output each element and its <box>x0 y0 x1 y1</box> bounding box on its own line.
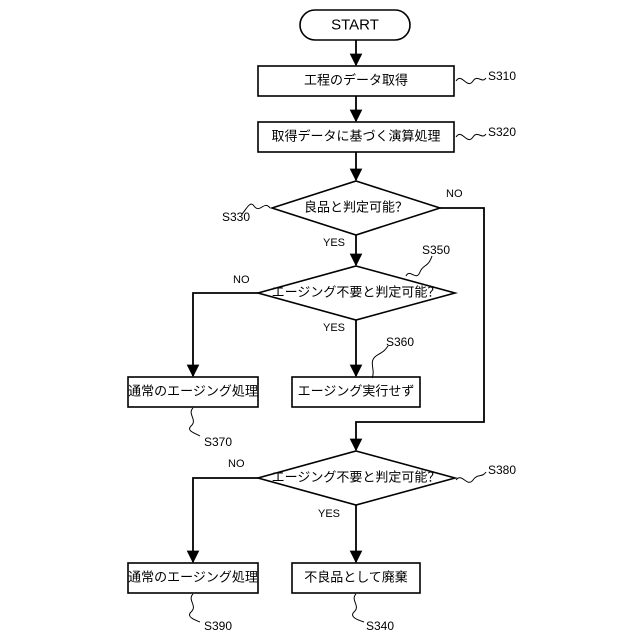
decision-s350: エージング不要と判定可能？ <box>258 266 455 320</box>
step-number-s320: S320 <box>488 125 516 139</box>
leader-s310 <box>456 78 486 84</box>
leader-s390 <box>190 594 200 622</box>
step-s360-box: エージング実行せず <box>292 377 420 407</box>
step-s340-box: 不良品として廃棄 <box>292 563 420 593</box>
decision-s350-label: エージング不要と判定可能？ <box>272 286 441 301</box>
step-s360-label: エージング実行せず <box>298 384 415 400</box>
step-number-s380: S380 <box>488 463 516 477</box>
step-s310-label: 工程のデータ取得 <box>304 73 408 89</box>
step-number-s360: S360 <box>386 335 414 349</box>
step-s320-box: 取得データに基づく演算処理 <box>258 122 454 152</box>
step-number-s370: S370 <box>204 435 232 449</box>
edge-s350-no-to-s370 <box>193 293 258 376</box>
step-s390-label: 通常のエージング処理 <box>128 571 258 586</box>
start-label: START <box>331 17 379 34</box>
step-s390-box: 通常のエージング処理 <box>128 563 258 593</box>
decision-s330-label: 良品と判定可能？ <box>304 200 408 216</box>
step-s340-label: 不良品として廃棄 <box>304 570 408 586</box>
branch-label-s380-no: NO <box>228 458 245 470</box>
step-s370-box: 通常のエージング処理 <box>128 377 258 407</box>
step-number-s330: S330 <box>222 210 250 224</box>
step-s320-label: 取得データに基づく演算処理 <box>271 129 440 145</box>
decision-s380: エージング不要と判定可能？ <box>258 451 455 505</box>
branch-label-s350-no: NO <box>233 274 250 286</box>
leader-s320 <box>456 134 486 140</box>
step-number-s390: S390 <box>204 619 232 633</box>
step-number-s350: S350 <box>422 243 450 257</box>
decision-s330: 良品と判定可能？ <box>272 181 440 235</box>
leader-s380 <box>456 472 486 482</box>
branch-label-s330-no: NO <box>446 188 463 200</box>
leader-s340 <box>353 594 364 622</box>
step-s310-box: 工程のデータ取得 <box>258 66 454 96</box>
branch-label-s350-yes: YES <box>323 322 345 334</box>
step-s370-label: 通常のエージング処理 <box>128 385 258 400</box>
decision-s380-label: エージング不要と判定可能？ <box>272 471 441 486</box>
edge-s330-no-to-s380 <box>356 208 484 450</box>
leader-s350 <box>406 256 432 276</box>
branch-label-s330-yes: YES <box>323 237 345 249</box>
leader-s370 <box>190 408 200 436</box>
leader-s360 <box>372 346 388 378</box>
branch-label-s380-yes: YES <box>318 508 340 520</box>
start-terminal: START <box>300 10 410 40</box>
edge-s380-no-to-s390 <box>193 478 258 562</box>
step-number-s340: S340 <box>366 619 394 633</box>
step-number-s310: S310 <box>488 69 516 83</box>
